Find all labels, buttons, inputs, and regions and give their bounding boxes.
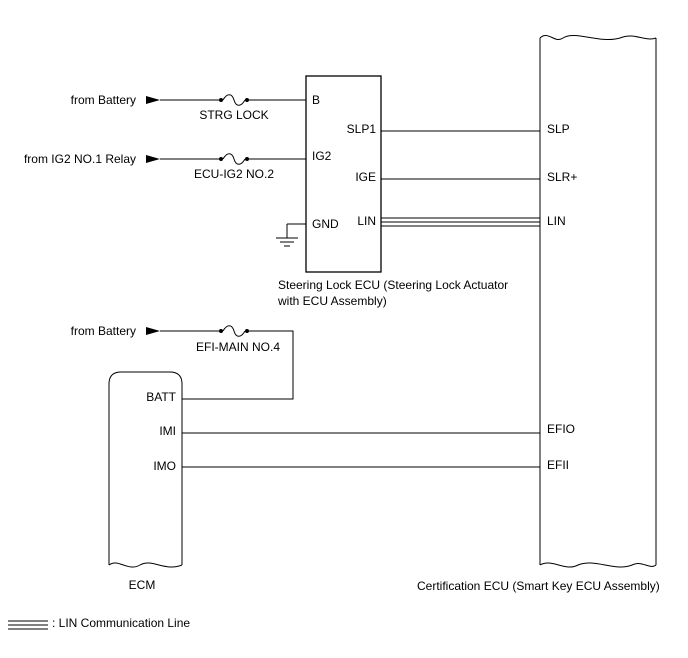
steering-lock-ecu-box [305, 75, 382, 273]
steering-lock-ecu-name-line2: with ECU Assembly) [277, 294, 387, 308]
fuse-label-strg-lock: STRG LOCK [199, 108, 268, 122]
certification-ecu-block [539, 34, 657, 568]
legend-lin-symbol [8, 620, 48, 630]
pin-label-ige: IGE [355, 170, 376, 184]
pin-label-slp: SLP [547, 122, 570, 136]
pin-label-ig2: IG2 [312, 149, 332, 163]
pin-label-b: B [312, 93, 320, 107]
pin-label-gnd: GND [312, 217, 339, 231]
steering-lock-ecu-name-line1: Steering Lock ECU (Steering Lock Actuato… [278, 278, 508, 292]
wire-ig2-relay-to-ig2 [160, 153, 306, 165]
legend-lin-label: : LIN Communication Line [52, 616, 190, 630]
pin-label-batt: BATT [146, 390, 176, 404]
wire-gnd [286, 223, 306, 238]
pin-label-slp1: SLP1 [347, 122, 377, 136]
pin-label-efii: EFII [547, 458, 569, 472]
pin-label-lin-cert: LIN [547, 214, 566, 228]
arrow-icon [146, 96, 160, 104]
pin-label-imo: IMO [153, 459, 176, 473]
pin-label-slr: SLR+ [547, 170, 577, 184]
wire-battery-to-b [160, 94, 306, 106]
arrow-icon [146, 327, 160, 335]
fuse-label-ecu-ig2: ECU-IG2 NO.2 [194, 167, 274, 181]
pin-label-lin-steering: LIN [357, 214, 376, 228]
wire-lin [381, 217, 540, 227]
certification-ecu-name: Certification ECU (Smart Key ECU Assembl… [417, 579, 660, 593]
ecm-block [108, 371, 183, 568]
ecm-name: ECM [129, 578, 156, 592]
source-label-battery-2: from Battery [71, 324, 136, 338]
fuse-label-efi-main: EFI-MAIN NO.4 [196, 340, 280, 354]
ground-icon [276, 237, 298, 247]
wire-battery-to-batt [160, 325, 294, 400]
pin-label-efio: EFIO [547, 422, 575, 436]
source-label-battery-1: from Battery [71, 93, 136, 107]
pin-label-imi: IMI [159, 424, 176, 438]
source-label-ig2-relay: from IG2 NO.1 Relay [24, 152, 136, 166]
arrow-icon [146, 155, 160, 163]
